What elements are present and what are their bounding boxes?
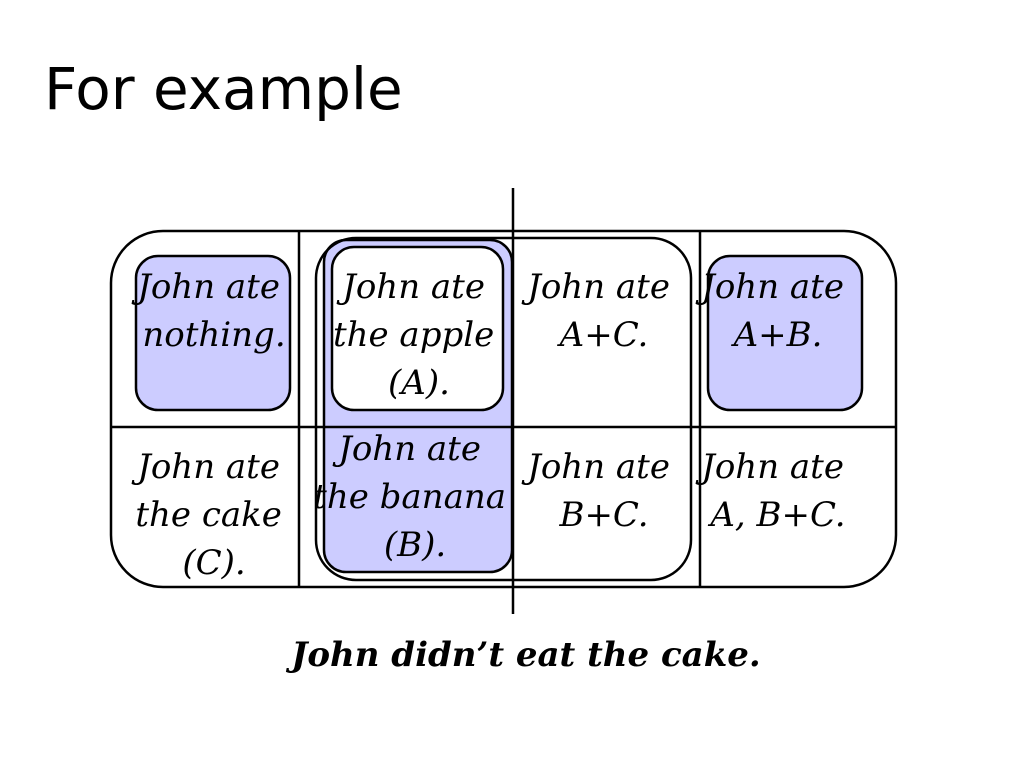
diagram-caption: John didn’t eat the cake. xyxy=(285,635,760,675)
grouping-box-apple-or-banana xyxy=(314,236,693,582)
cell-john-ate-banana: John ate the banana (B). xyxy=(313,429,517,565)
slide-title: For example xyxy=(44,55,403,123)
outer-frame xyxy=(109,229,898,589)
highlight-box-a-plus-b xyxy=(706,254,864,412)
cell-john-ate-cake: John ate the cake (C). xyxy=(131,447,292,583)
cell-john-ate-a-plus-b: John ate A+B. xyxy=(695,267,855,355)
cell-john-ate-apple: John ate the apple (A). xyxy=(333,267,505,403)
cell-john-ate-nothing: John ate nothing. xyxy=(131,267,291,355)
cell-john-ate-a-b-plus-c: John ate A, B+C. xyxy=(695,447,855,535)
apple-box xyxy=(330,245,505,412)
cell-john-ate-a-plus-c: John ate A+C. xyxy=(521,267,681,355)
cell-john-ate-b-plus-c: John ate B+C. xyxy=(521,447,681,535)
highlight-box-nothing xyxy=(134,254,292,412)
